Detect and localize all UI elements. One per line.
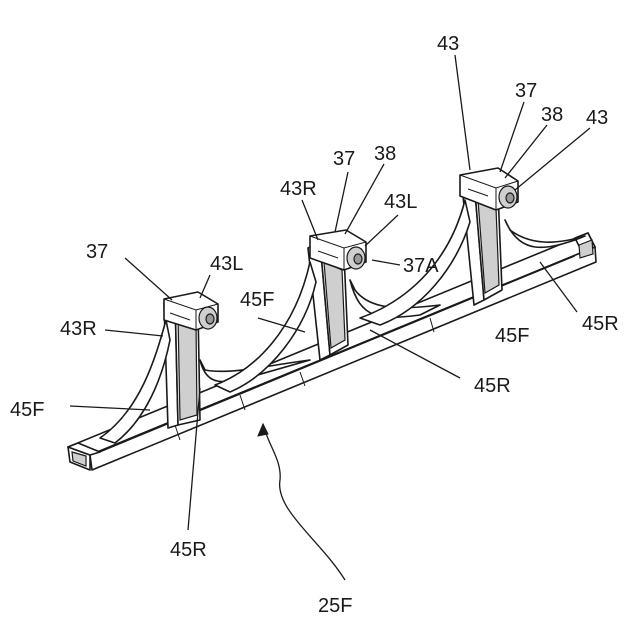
label-37-mid: 37 — [333, 148, 355, 170]
label-43R-left: 43R — [60, 318, 97, 340]
label-37-left: 37 — [86, 241, 108, 263]
label-25F: 25F — [318, 595, 352, 617]
label-45F-mid: 45F — [240, 289, 274, 311]
label-43L-mid: 43L — [384, 191, 417, 213]
label-38-mid: 38 — [374, 143, 396, 165]
label-37-right: 37 — [515, 80, 537, 102]
label-45F-right: 45F — [495, 325, 529, 347]
label-38-right: 38 — [541, 104, 563, 126]
label-37A: 37A — [403, 255, 439, 277]
label-45R-right: 45R — [582, 313, 619, 335]
label-43L-left: 43L — [210, 253, 243, 275]
reference-labels: 43 37 38 43 37 38 43R 43L 37 43L 37A 45F… — [10, 33, 619, 617]
label-45R-lowright: 45R — [474, 375, 511, 397]
label-45R-bottom: 45R — [170, 539, 207, 561]
label-45F-left: 45F — [10, 399, 44, 421]
label-43R-mid: 43R — [280, 178, 317, 200]
label-43-right: 43 — [586, 107, 608, 129]
label-43-top: 43 — [437, 33, 459, 55]
